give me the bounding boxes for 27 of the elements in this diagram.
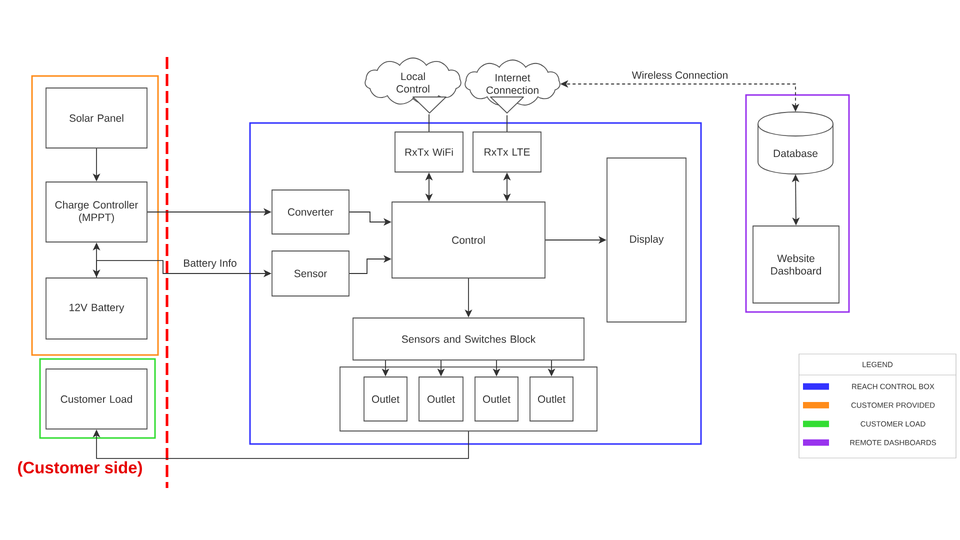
outlet-box: Outlet xyxy=(474,376,518,422)
connector-line xyxy=(506,114,508,132)
block-box: 12V Battery xyxy=(46,278,148,340)
connector-line xyxy=(428,114,430,132)
outlet-panel xyxy=(340,366,598,432)
block-box: Display xyxy=(606,158,686,322)
outlet-box: Outlet xyxy=(530,376,574,422)
database-cylinder: Database xyxy=(758,112,834,174)
block-box: Solar Panel xyxy=(46,88,148,148)
group-frame xyxy=(39,358,156,439)
block-box: Customer Load xyxy=(46,368,148,430)
block-box: RxTx WiFi xyxy=(394,132,464,172)
block-box: Website Dashboard xyxy=(752,226,840,304)
block-box: Sensor xyxy=(272,250,350,296)
block-box: Control xyxy=(392,202,546,278)
block-box: Charge Controller (MPPT) xyxy=(46,182,148,242)
block-box: Sensors and Switches Block xyxy=(352,318,584,360)
edge-label: Wireless Connection xyxy=(630,70,730,80)
block-box: Converter xyxy=(272,190,350,234)
outlet-box: Outlet xyxy=(418,376,464,422)
group-frame xyxy=(249,122,702,445)
group-frame xyxy=(31,75,159,356)
outlet-box: Outlet xyxy=(364,376,408,422)
group-frame xyxy=(745,94,850,313)
edge-label: Battery Info xyxy=(182,258,238,270)
block-box: RxTx LTE xyxy=(472,132,542,172)
side-label: (Customer side) xyxy=(18,461,142,477)
